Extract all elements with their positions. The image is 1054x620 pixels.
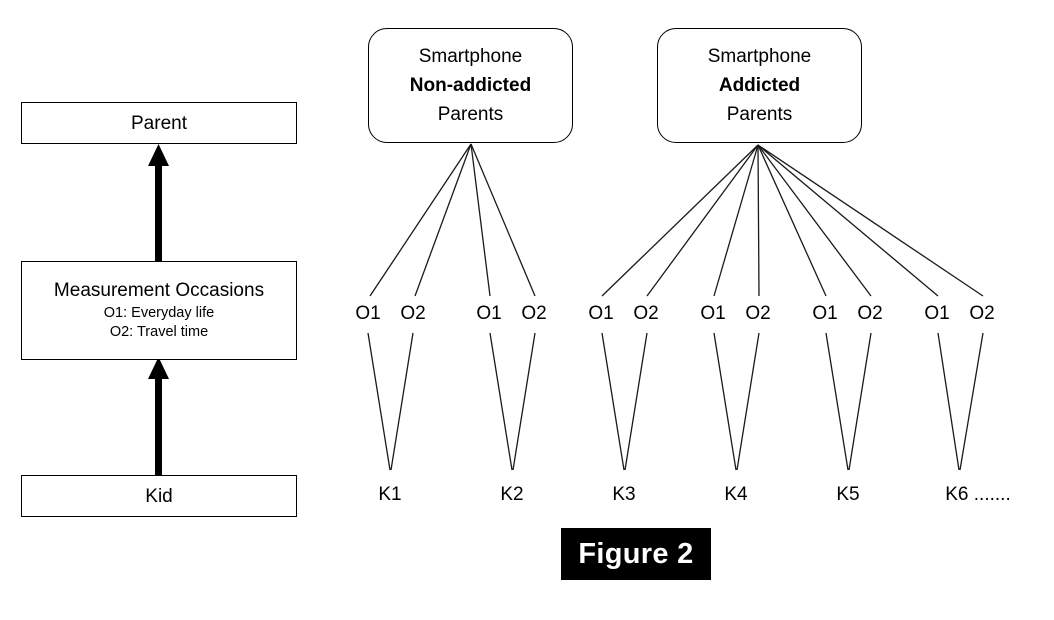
occasion-label-9[interactable]: O1	[812, 303, 838, 324]
occasion-label-7[interactable]: O1	[700, 303, 726, 324]
occasion-label-12[interactable]: O2	[969, 303, 995, 324]
box-parent[interactable]: Parent	[21, 102, 297, 144]
group-addicted-line1: Smartphone	[707, 46, 812, 67]
box-kid-label: Kid	[145, 485, 173, 507]
occasion-label-5[interactable]: O1	[588, 303, 614, 324]
fan-non-addicted	[369, 143, 536, 297]
occasion-label-11[interactable]: O1	[924, 303, 950, 324]
group-addicted-line3: Parents	[726, 104, 793, 125]
box-measurement-sub-o2: O2: Travel time	[109, 324, 209, 340]
kid-label-k6[interactable]: K6 .......	[945, 484, 1011, 505]
occasion-label-4[interactable]: O2	[521, 303, 547, 324]
occasion-label-8[interactable]: O2	[745, 303, 771, 324]
box-measurement-occasions[interactable]: Measurement Occasions O1: Everyday life …	[21, 261, 297, 360]
group-non-addicted-line1: Smartphone	[418, 46, 523, 67]
box-parent-label: Parent	[131, 112, 187, 134]
occasion-label-1[interactable]: O1	[355, 303, 381, 324]
kid-label-k2[interactable]: K2	[500, 484, 524, 505]
kid-label-k4[interactable]: K4	[724, 484, 748, 505]
box-measurement-title: Measurement Occasions	[53, 280, 265, 301]
figure-caption: Figure 2	[561, 528, 711, 580]
group-non-addicted-line2: Non-addicted	[409, 75, 532, 96]
kid-label-k3[interactable]: K3	[612, 484, 636, 505]
box-measurement-sub-o1: O1: Everyday life	[103, 305, 215, 321]
occasion-to-kid-links	[367, 332, 984, 471]
box-kid[interactable]: Kid	[21, 475, 297, 517]
group-box-non-addicted-parents[interactable]: Smartphone Non-addicted Parents	[368, 28, 573, 143]
group-box-addicted-parents[interactable]: Smartphone Addicted Parents	[657, 28, 862, 143]
group-non-addicted-line3: Parents	[437, 104, 504, 125]
occasion-label-2[interactable]: O2	[400, 303, 426, 324]
arrow-kid-to-measurement	[148, 357, 169, 475]
kid-label-k1[interactable]: K1	[378, 484, 402, 505]
arrow-measurement-to-parent	[148, 144, 169, 261]
occasion-label-3[interactable]: O1	[476, 303, 502, 324]
fan-addicted	[601, 144, 984, 297]
occasion-label-6[interactable]: O2	[633, 303, 659, 324]
group-addicted-line2: Addicted	[718, 75, 801, 96]
occasion-label-10[interactable]: O2	[857, 303, 883, 324]
kid-label-k5[interactable]: K5	[836, 484, 860, 505]
